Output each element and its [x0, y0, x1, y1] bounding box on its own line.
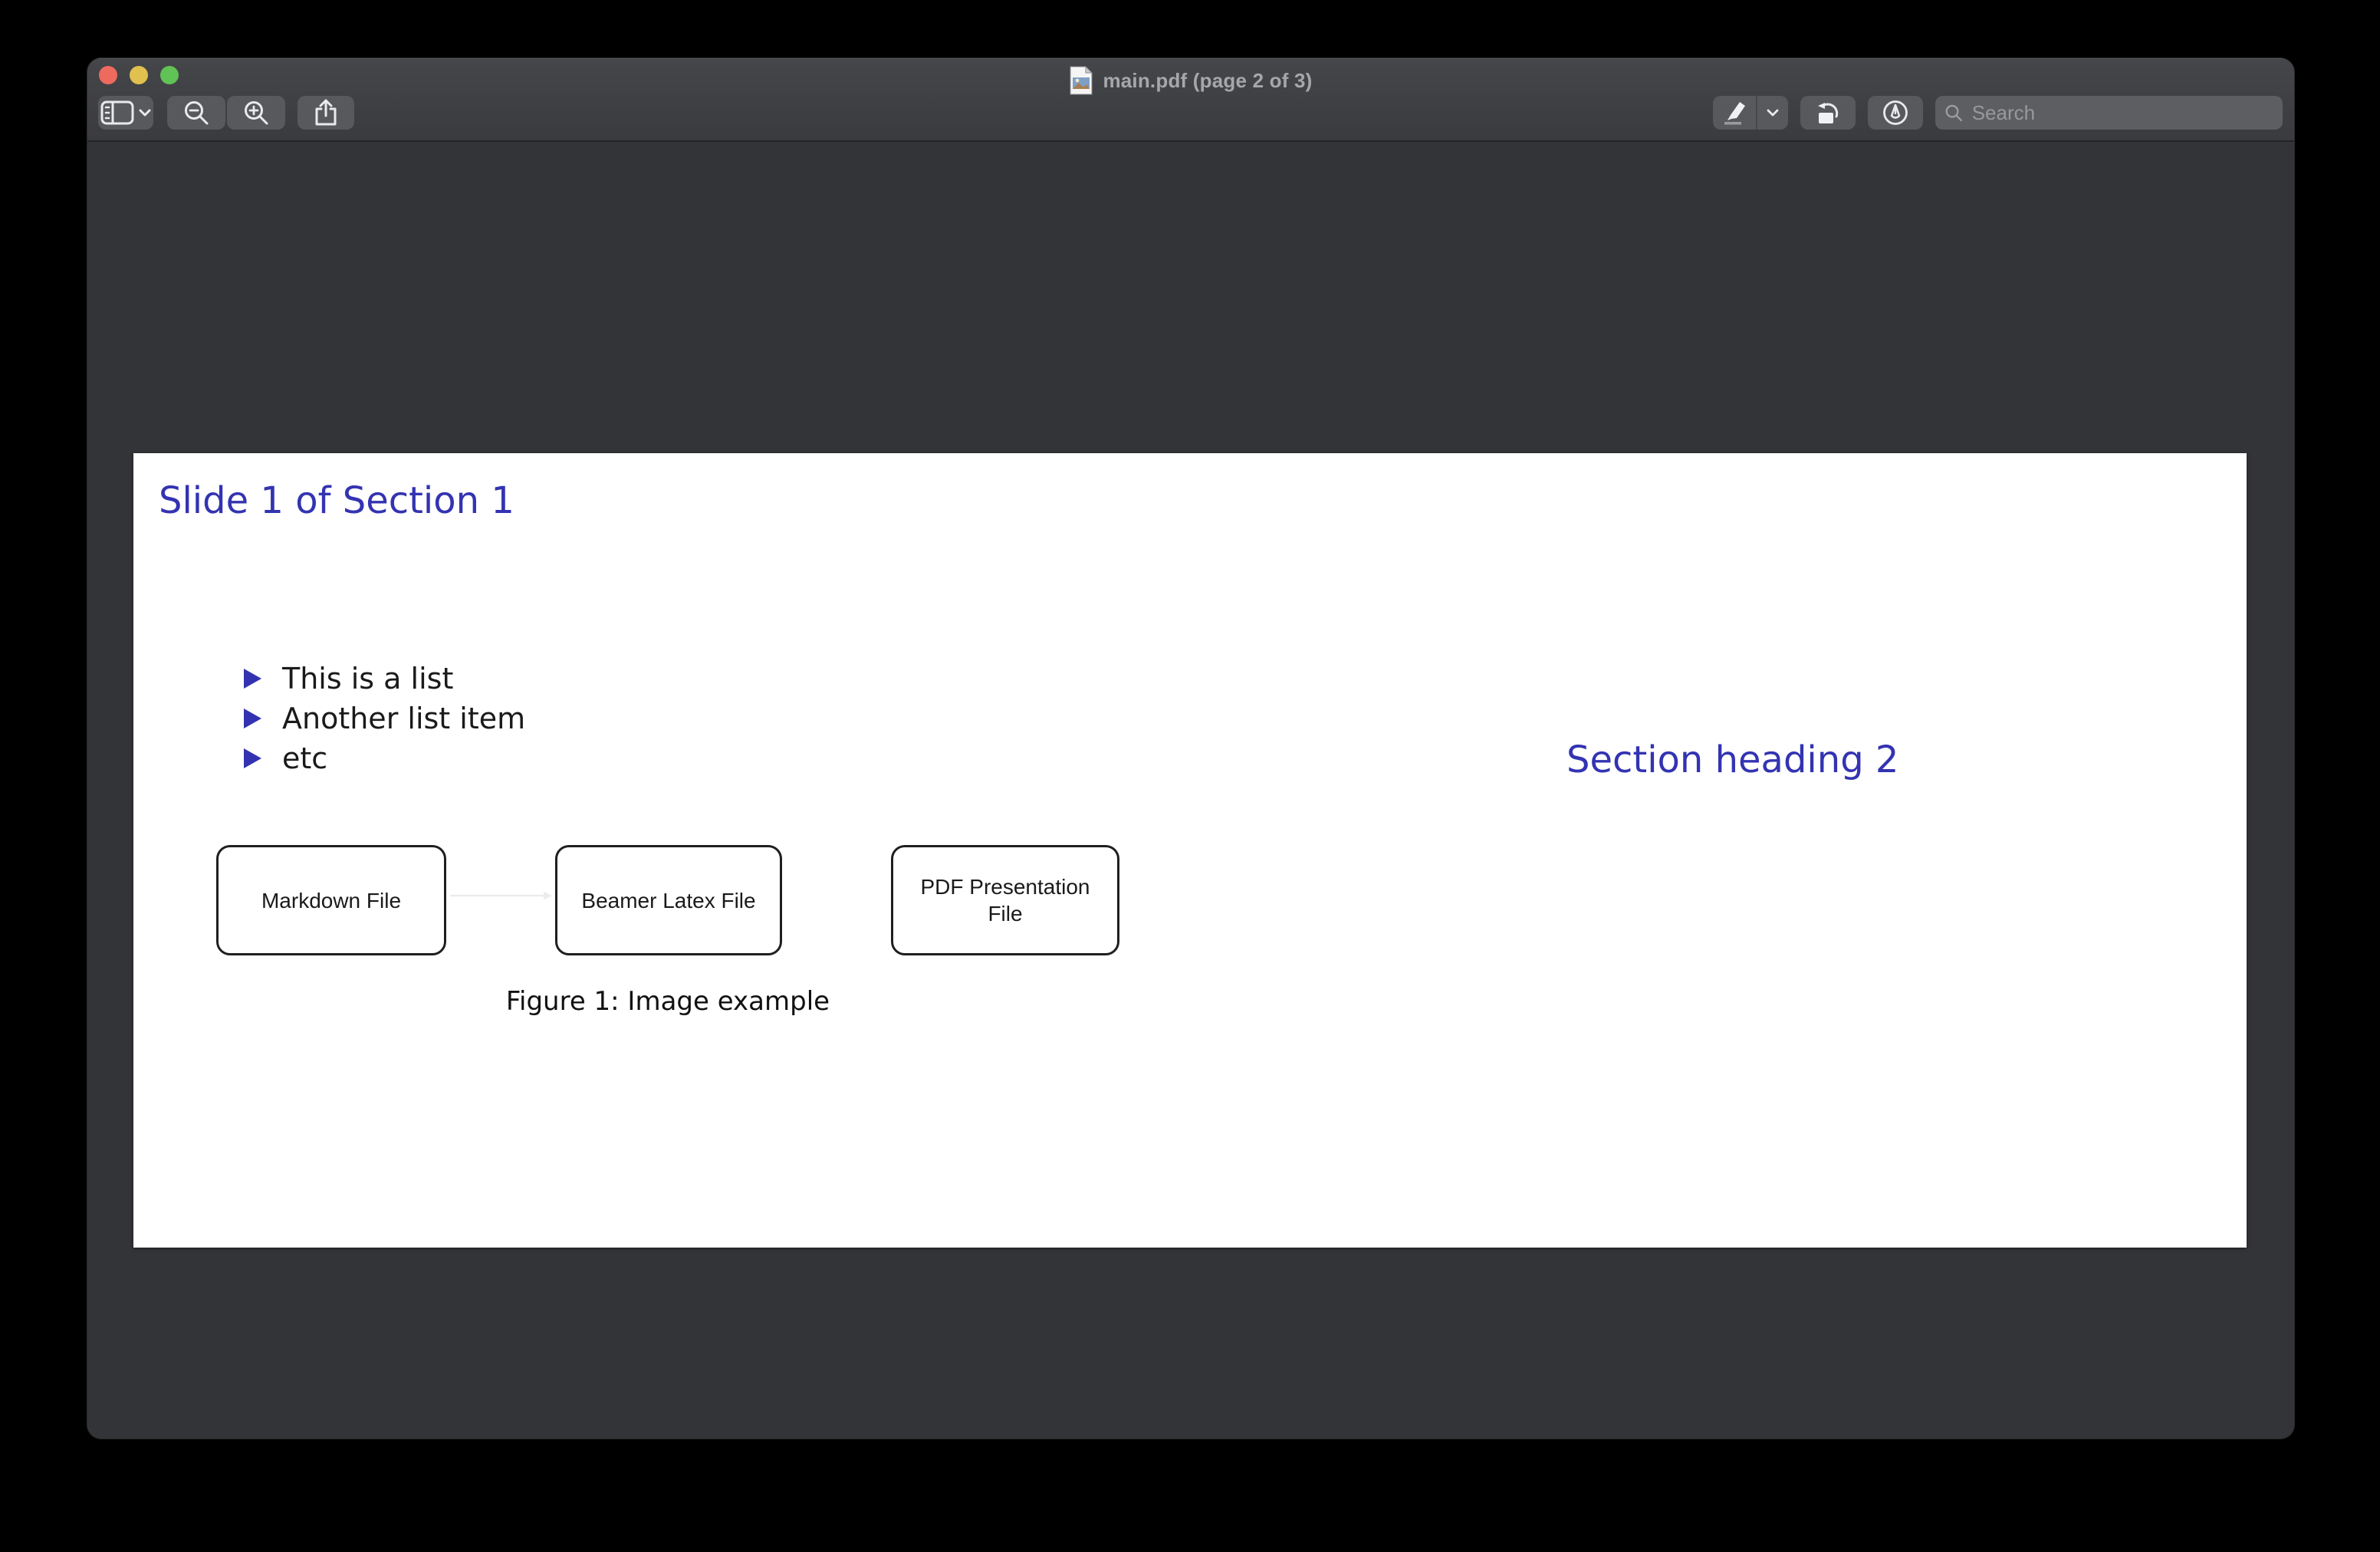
- pdf-document-icon: [1070, 66, 1093, 95]
- split-divider: [1756, 96, 1757, 130]
- pdf-page: Slide 1 of Section 1 This is a list Anot…: [133, 453, 2247, 1248]
- chevron-down-icon: [1767, 109, 1779, 117]
- figure: Markdown File Beamer Latex File PDF Pres…: [133, 845, 2247, 1037]
- list-item: This is a list: [244, 659, 525, 699]
- search-field[interactable]: [1935, 96, 2283, 130]
- box-label: Markdown File: [261, 888, 402, 912]
- highlight-split-button: [1713, 96, 1788, 130]
- pdf-viewport: Slide 1 of Section 1 This is a list Anot…: [87, 142, 2294, 1439]
- highlight-dropdown[interactable]: [1757, 96, 1788, 130]
- window-title-area: main.pdf (page 2 of 3): [87, 64, 2294, 97]
- pen-in-circle-icon: [1883, 100, 1908, 125]
- flowchart-box-pdf: PDF Presentation File: [891, 845, 1119, 955]
- preview-window: main.pdf (page 2 of 3): [87, 58, 2294, 1439]
- slide-list: This is a list Another list item etc: [244, 659, 525, 778]
- triangle-bullet-icon: [244, 669, 261, 689]
- share-button[interactable]: [298, 96, 354, 130]
- search-icon: [1945, 104, 1963, 122]
- zoom-out-button[interactable]: [167, 96, 225, 130]
- highlight-button[interactable]: [1713, 96, 1756, 130]
- highlighter-icon: [1724, 102, 1745, 125]
- slide-title: Slide 1 of Section 1: [159, 479, 514, 522]
- list-item-text: etc: [282, 741, 328, 775]
- flowchart-box-beamer: Beamer Latex File: [555, 845, 782, 955]
- zoom-in-button[interactable]: [227, 96, 285, 130]
- magnifier-plus-icon: [245, 101, 268, 125]
- list-item: Another list item: [244, 699, 525, 738]
- traffic-lights: [99, 66, 179, 84]
- minimize-button[interactable]: [130, 66, 148, 84]
- sidebar-panel-icon: [100, 100, 151, 125]
- section-heading: Section heading 2: [1566, 738, 1899, 781]
- zoom-window-button[interactable]: [160, 66, 179, 84]
- flowchart-box-markdown: Markdown File: [216, 845, 446, 955]
- list-item: etc: [244, 738, 525, 778]
- triangle-bullet-icon: [244, 748, 261, 768]
- markup-toolbar-button[interactable]: [1868, 96, 1923, 130]
- share-icon: [315, 99, 337, 126]
- close-button[interactable]: [99, 66, 117, 84]
- box-label: Beamer Latex File: [581, 888, 756, 912]
- flow-arrow-icon: [450, 891, 552, 900]
- box-label: PDF Presentation File: [920, 875, 1090, 926]
- figure-caption: Figure 1: Image example: [505, 986, 830, 1017]
- triangle-bullet-icon: [244, 709, 261, 728]
- rotate-left-button[interactable]: [1800, 96, 1856, 130]
- window-title: main.pdf (page 2 of 3): [1103, 68, 1313, 92]
- search-input[interactable]: [1970, 100, 2273, 126]
- sidebar-toggle-button[interactable]: [98, 96, 153, 130]
- magnifier-minus-icon: [185, 101, 209, 125]
- rotate-left-icon: [1818, 103, 1839, 123]
- list-item-text: Another list item: [282, 702, 526, 735]
- list-item-text: This is a list: [282, 662, 454, 695]
- titlebar[interactable]: main.pdf (page 2 of 3): [87, 58, 2294, 142]
